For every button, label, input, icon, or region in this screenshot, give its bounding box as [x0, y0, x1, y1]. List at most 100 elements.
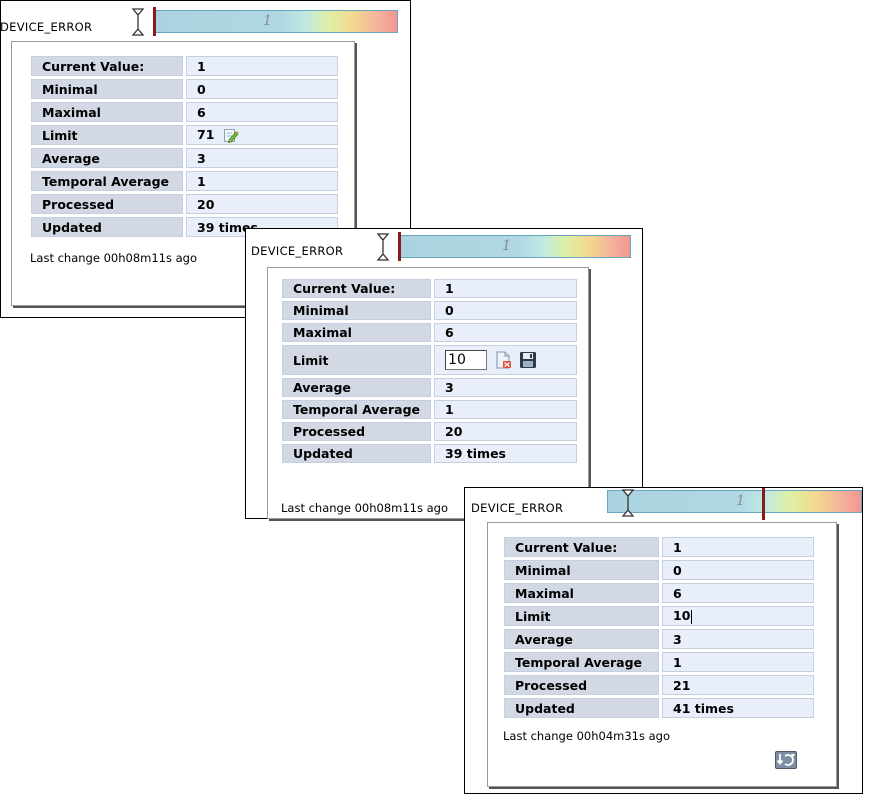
table-row: Updated 39 times — [282, 444, 578, 463]
table-row: Maximal 6 — [31, 102, 338, 122]
row-label: Maximal — [504, 583, 659, 603]
panel-title: DEVICE_ERROR — [0, 20, 93, 34]
limit-cell — [434, 345, 578, 375]
row-value: 0 — [186, 79, 338, 99]
row-label: Current Value: — [282, 279, 432, 298]
gauge-handle-icon[interactable] — [621, 488, 635, 518]
table-row: Current Value: 1 — [282, 279, 578, 298]
panel-title: DEVICE_ERROR — [251, 244, 344, 258]
row-label: Current Value: — [504, 537, 659, 557]
row-label: Minimal — [504, 560, 659, 580]
gauge-value: 1 — [263, 13, 272, 29]
row-label: Average — [282, 378, 432, 397]
last-change-text: Last change 00h08m11s ago — [281, 501, 449, 515]
table-row: Average 3 — [31, 148, 338, 168]
details-box: Current Value: 1 Minimal 0 Maximal 6 Lim… — [11, 41, 355, 306]
row-label: Processed — [31, 194, 183, 214]
table-row: Average 3 — [504, 629, 814, 649]
row-label: Average — [31, 148, 183, 168]
limit-cell: 71 — [186, 125, 338, 145]
limit-marker[interactable] — [153, 7, 156, 36]
table-row: Processed 21 — [504, 675, 814, 695]
row-label: Current Value: — [31, 56, 183, 76]
row-value: 41 times — [662, 698, 814, 718]
table-row: Average 3 — [282, 378, 578, 397]
row-value: 0 — [434, 301, 578, 320]
row-value: 1 — [662, 652, 814, 672]
row-value: 3 — [434, 378, 578, 397]
row-value: 21 — [662, 675, 814, 695]
row-value: 3 — [662, 629, 814, 649]
limit-marker[interactable] — [398, 232, 401, 261]
table-row: Temporal Average 1 — [282, 400, 578, 419]
row-value: 3 — [186, 148, 338, 168]
row-label: Maximal — [282, 323, 432, 342]
row-label: Updated — [282, 444, 432, 463]
device-panel-edit: DEVICE_ERROR 1 Current Value: 1 Minimal … — [245, 228, 643, 519]
limit-marker[interactable] — [762, 488, 765, 520]
text-cursor — [691, 609, 693, 624]
table-row: Minimal 0 — [282, 301, 578, 320]
row-value: 20 — [434, 422, 578, 441]
table-row: Minimal 0 — [504, 560, 814, 580]
row-label: Limit — [282, 345, 432, 375]
details-table: Current Value: 1 Minimal 0 Maximal 6 Lim… — [501, 534, 817, 721]
table-row: Temporal Average 1 — [31, 171, 338, 191]
gauge-value: 1 — [502, 238, 511, 254]
row-label: Minimal — [282, 301, 432, 320]
row-value: 6 — [186, 102, 338, 122]
details-box: Current Value: 1 Minimal 0 Maximal 6 Lim… — [487, 522, 837, 787]
row-value: 1 — [434, 279, 578, 298]
row-label: Processed — [504, 675, 659, 695]
row-value: 20 — [186, 194, 338, 214]
refresh-icon[interactable] — [775, 751, 797, 769]
table-row: Updated 39 times — [31, 217, 338, 237]
row-value: 0 — [662, 560, 814, 580]
details-box: Current Value: 1 Minimal 0 Maximal 6 Lim… — [267, 267, 589, 519]
last-change-text: Last change 00h04m31s ago — [503, 729, 671, 743]
threshold-gauge: 1 — [154, 10, 398, 33]
row-value: 1 — [662, 537, 814, 557]
row-label: Updated — [504, 698, 659, 718]
cancel-icon[interactable] — [495, 351, 513, 369]
save-icon[interactable] — [519, 351, 537, 369]
edit-icon[interactable] — [223, 127, 239, 144]
row-label: Limit — [504, 606, 659, 626]
gauge-handle-icon[interactable] — [131, 7, 145, 37]
device-panel-view: DEVICE_ERROR 1 Current Value: 1 Minimal … — [0, 0, 411, 318]
row-label: Average — [504, 629, 659, 649]
limit-value: 71 — [197, 126, 215, 142]
row-label: Temporal Average — [282, 400, 432, 419]
panel-title: DEVICE_ERROR — [471, 501, 564, 515]
threshold-gauge: 1 — [399, 235, 631, 258]
table-row: Updated 41 times — [504, 698, 814, 718]
row-value: 1 — [434, 400, 578, 419]
limit-value: 10 — [673, 608, 691, 624]
table-row: Temporal Average 1 — [504, 652, 814, 672]
gauge-value: 1 — [736, 493, 745, 509]
row-label: Processed — [282, 422, 432, 441]
limit-cell: 10 — [662, 606, 814, 626]
table-row: Minimal 0 — [31, 79, 338, 99]
row-label: Maximal — [31, 102, 183, 122]
table-row: Limit 10 — [504, 606, 814, 626]
gauge-handle-icon[interactable] — [376, 232, 390, 262]
row-value: 1 — [186, 56, 338, 76]
table-row: Current Value: 1 — [31, 56, 338, 76]
row-label: Temporal Average — [31, 171, 183, 191]
table-row: Maximal 6 — [282, 323, 578, 342]
row-label: Minimal — [31, 79, 183, 99]
device-panel-saved: DEVICE_ERROR 1 Current Value: 1 Minimal … — [464, 487, 863, 794]
details-table: Current Value: 1 Minimal 0 Maximal 6 Lim… — [28, 53, 341, 240]
row-label: Updated — [31, 217, 183, 237]
table-row: Maximal 6 — [504, 583, 814, 603]
row-value: 1 — [186, 171, 338, 191]
table-row: Limit 71 — [31, 125, 338, 145]
row-value: 39 times — [434, 444, 578, 463]
limit-input[interactable] — [445, 350, 488, 370]
row-value: 6 — [662, 583, 814, 603]
table-row: Limit — [282, 345, 578, 375]
table-row: Processed 20 — [31, 194, 338, 214]
details-table: Current Value: 1 Minimal 0 Maximal 6 Lim… — [279, 276, 580, 466]
table-row: Current Value: 1 — [504, 537, 814, 557]
